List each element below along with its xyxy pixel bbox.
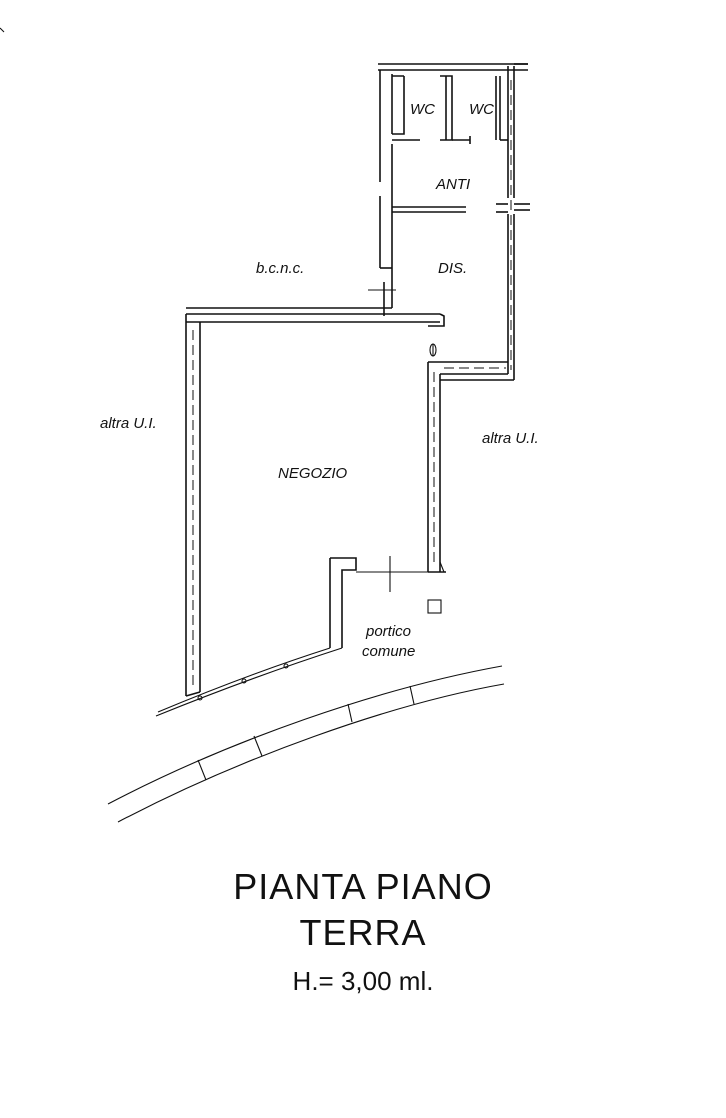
label-bcnc: b.c.n.c.: [256, 260, 304, 277]
label-portico-line2: comune: [362, 643, 415, 660]
plan-height-label: H.= 3,00 ml.: [292, 966, 434, 996]
room-label-wc-right: WC: [469, 101, 494, 118]
room-label-anti: ANTI: [435, 176, 470, 193]
negozio-left-wall: [185, 314, 201, 697]
wc-partitions: [392, 75, 508, 144]
street-arcs: [107, 665, 505, 823]
negozio-right-wall: [427, 343, 514, 573]
label-altra-ui-left: altra U.I.: [100, 415, 157, 432]
service-block-walls: [378, 63, 530, 380]
label-altra-ui-right: altra U.I.: [482, 430, 539, 447]
negozio-top-wall: [186, 313, 445, 327]
front-entrance-walls: [329, 556, 442, 648]
room-label-negozio: NEGOZIO: [278, 465, 348, 482]
label-portico-line1: portico: [365, 623, 411, 640]
bcnc-walls: [186, 282, 396, 316]
plan-title-line1: PIANTA PIANO: [233, 866, 493, 907]
room-label-wc-left: WC: [410, 101, 435, 118]
plan-title-line2: TERRA: [299, 912, 427, 953]
anti-dis-partition: [392, 203, 508, 213]
corner-mark: [0, 27, 5, 33]
curved-facade: [155, 647, 343, 717]
room-label-dis: DIS.: [438, 260, 467, 277]
